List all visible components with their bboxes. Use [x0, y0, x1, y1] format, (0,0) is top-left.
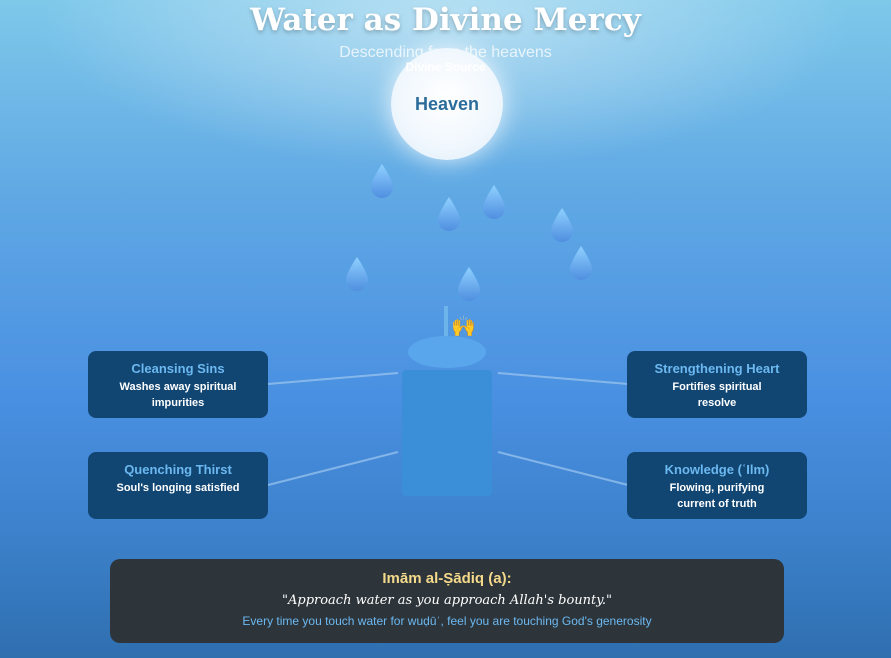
benefit-title: Quenching Thirst [124, 462, 232, 477]
quote-box: Imām al-Ṣādiq (a): "Approach water as yo… [110, 559, 784, 643]
water-drop-icon [346, 257, 368, 291]
heaven-circle: Heaven [391, 48, 503, 160]
quote-note: Every time you touch water for wuḍūʾ, fe… [242, 614, 652, 628]
benefit-text: Soul's longing satisfied [116, 482, 240, 494]
water-drop-icon [570, 246, 592, 280]
quote-author: Imām al-Ṣādiq (a): [382, 570, 512, 587]
heaven-label: Heaven [414, 93, 480, 114]
raised-hands-icon: 🙌 [451, 316, 476, 338]
divine-source-label: Divine Source [405, 60, 486, 74]
benefit-text: Fortifies spiritual resolve [672, 381, 762, 409]
benefit-cleansing-sins: Cleansing Sins Washes away spiritual imp… [88, 351, 268, 418]
benefit-knowledge: Knowledge (ʿIlm) Flowing, purifying curr… [627, 452, 807, 519]
page-title: Water as Divine Mercy [250, 2, 641, 38]
benefit-quenching-thirst: Quenching Thirst Soul's longing satisfie… [88, 452, 268, 519]
water-vessel [402, 306, 492, 496]
water-drop-icon [551, 208, 573, 242]
water-drop-icon [438, 197, 460, 231]
water-drop-icon [483, 185, 505, 219]
quote-text: "Approach water as you approach Allah's … [282, 593, 612, 608]
benefit-title: Knowledge (ʿIlm) [664, 462, 770, 477]
benefit-strengthening-heart: Strengthening Heart Fortifies spiritual … [627, 351, 807, 418]
benefit-title: Cleansing Sins [131, 361, 225, 376]
benefit-text: Flowing, purifying current of truth [669, 482, 765, 510]
benefit-title: Strengthening Heart [654, 361, 780, 376]
water-drop-icon [371, 164, 393, 198]
benefit-text: Washes away spiritual impurities [119, 381, 237, 409]
water-drop-icon [458, 267, 480, 301]
